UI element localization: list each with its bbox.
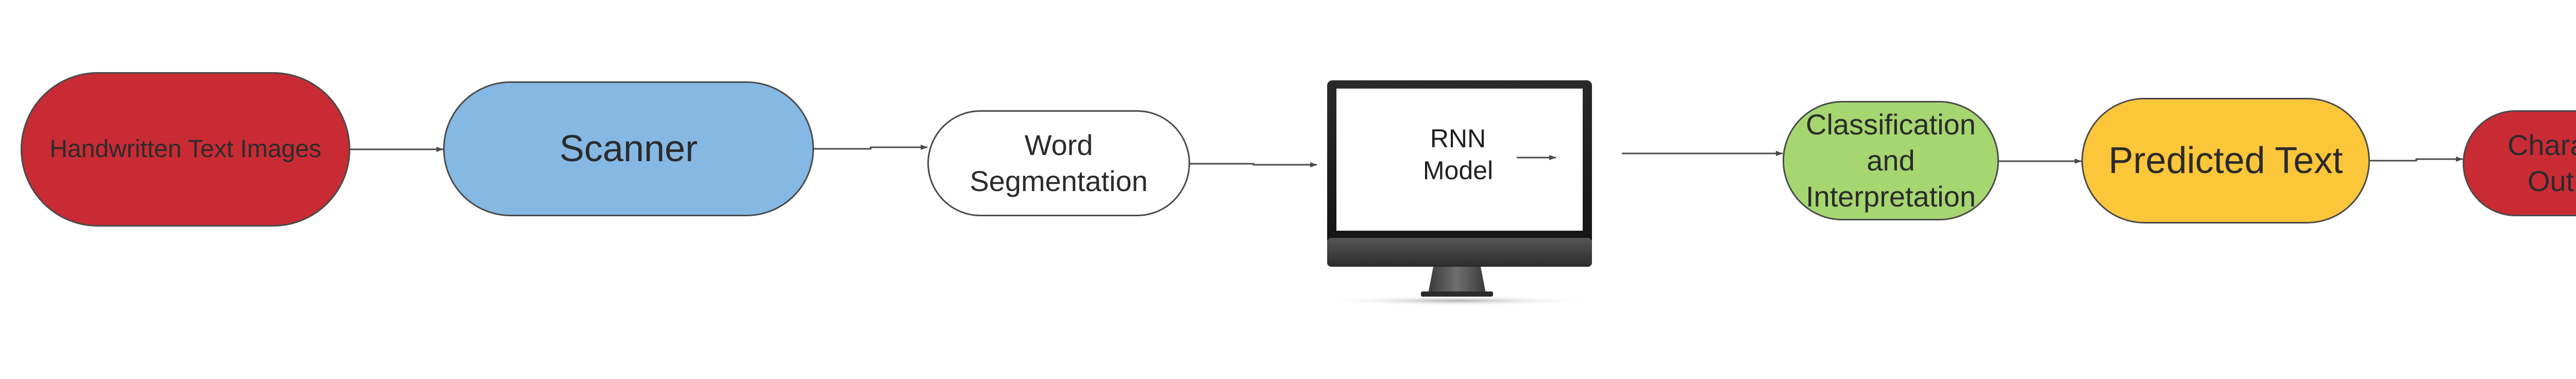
monitor-icon	[1323, 80, 1592, 306]
node-label: Scanner	[559, 128, 698, 169]
node-label: RNN Model	[1422, 124, 1494, 185]
node-label: Handwritten Text Images	[49, 135, 321, 163]
node-predicted-text[interactable]: Predicted Text	[2081, 98, 2370, 223]
node-label: Character Output	[2507, 129, 2576, 197]
node-character-output[interactable]: Character Output	[2463, 110, 2576, 216]
edge-segmentation-to-rnn	[1190, 162, 1317, 167]
node-label: Predicted Text	[2108, 140, 2343, 181]
edge-predicted-to-output	[2370, 157, 2463, 162]
node-label: Word Segmentation	[970, 129, 1148, 197]
node-scanner[interactable]: Scanner	[443, 81, 814, 216]
node-handwritten-text-images[interactable]: Handwritten Text Images	[21, 72, 350, 227]
node-label: Classification and Interpretation	[1806, 108, 1976, 213]
node-word-segmentation[interactable]: Word Segmentation	[927, 110, 1190, 216]
node-classification-interpretation[interactable]: Classification and Interpretation	[1783, 101, 1999, 220]
node-rnn-model[interactable]: RNN Model	[1391, 108, 1525, 201]
edge-scanner-to-segmentation	[814, 145, 928, 150]
